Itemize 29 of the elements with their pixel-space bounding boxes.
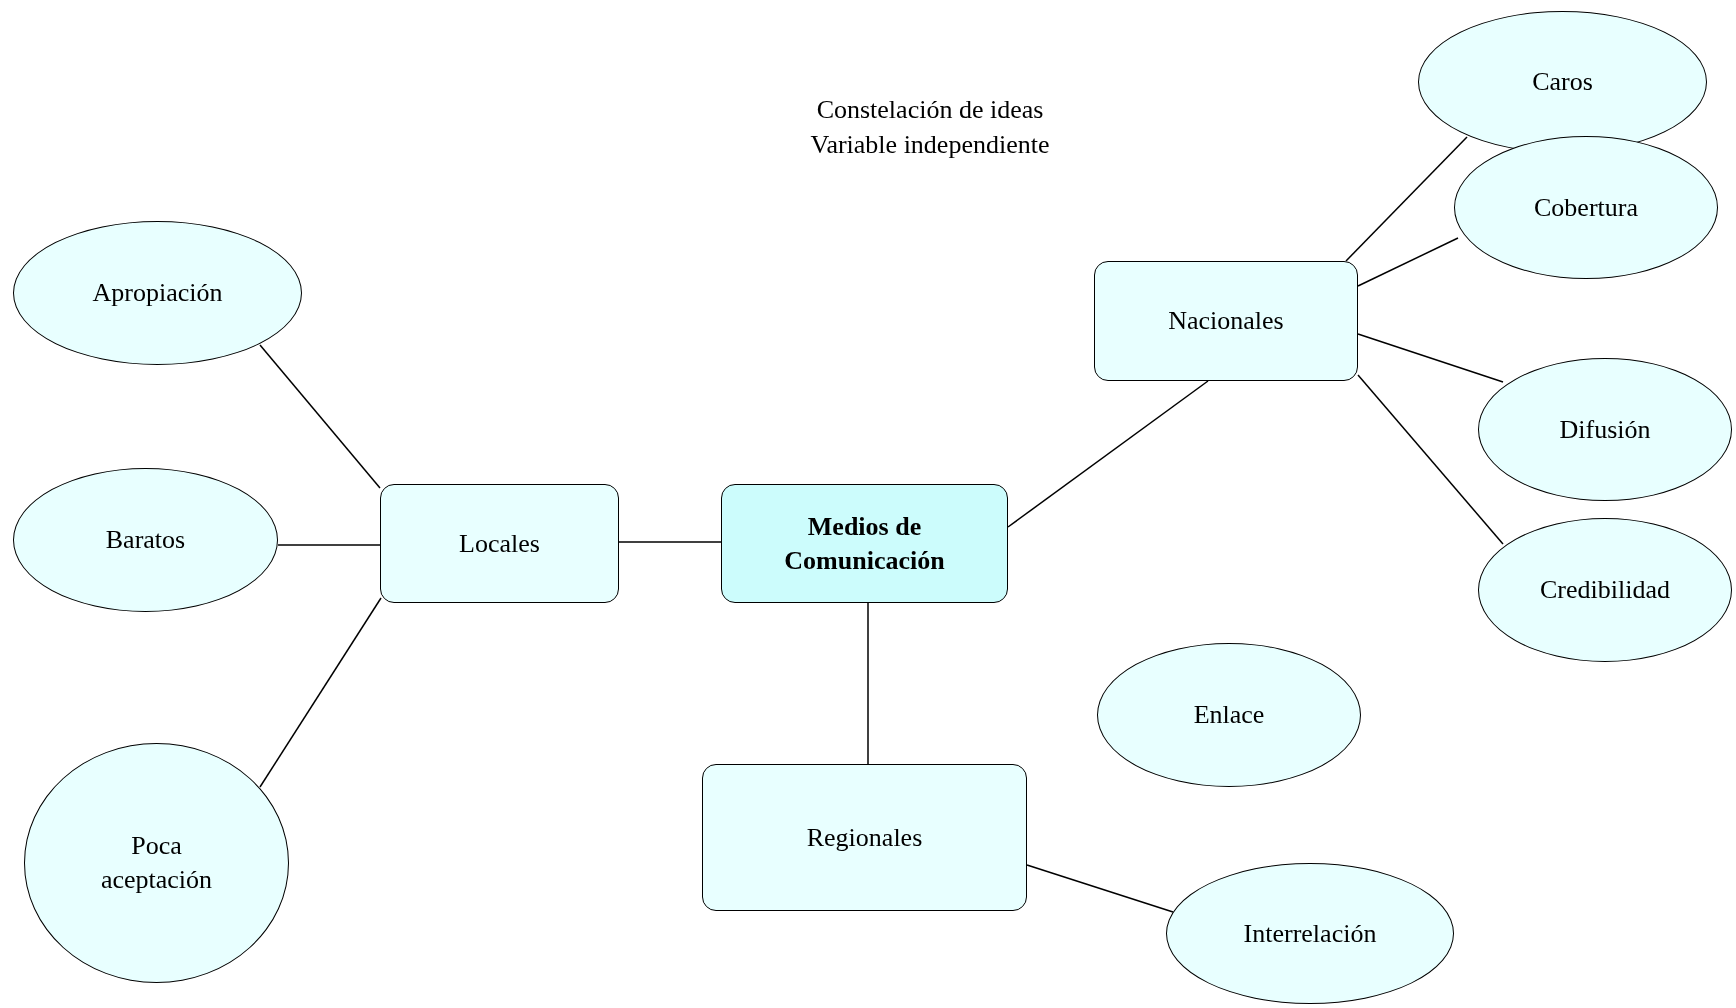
node-label: Cobertura: [1534, 191, 1638, 224]
concept-box: [380, 484, 619, 603]
connector-line: [1007, 380, 1209, 528]
connector-line: [1357, 374, 1504, 545]
node-label: Enlace: [1193, 699, 1265, 731]
connector-line: [1357, 333, 1504, 383]
connector-line: [1345, 136, 1468, 262]
connector-line: [259, 597, 382, 788]
node-label: Poca aceptación: [99, 830, 214, 896]
node-label: Apropiación: [92, 277, 223, 309]
connector-line: [867, 602, 869, 765]
node-label: Interrelación: [1243, 917, 1377, 950]
node-label: Difusión: [1559, 413, 1651, 446]
node-label: Regionales: [806, 821, 923, 854]
connector-line: [618, 541, 722, 543]
node-label: Nacionales: [1168, 305, 1284, 337]
connector-line: [277, 544, 381, 546]
diagram-title: Constelación de ideas Variable independiente: [809, 94, 1051, 161]
concept-box: [702, 764, 1027, 911]
concept-box: [721, 484, 1008, 603]
connector-line: [1026, 864, 1174, 913]
node-label: Caros: [1532, 66, 1593, 98]
node-label: Baratos: [105, 524, 186, 556]
connector-line: [1357, 237, 1459, 287]
node-label: Credibilidad: [1540, 574, 1670, 606]
connector-line: [259, 344, 381, 489]
concept-box: [1094, 261, 1358, 381]
node-label: Medios de Comunicación: [783, 510, 946, 577]
node-label: Locales: [459, 527, 540, 560]
